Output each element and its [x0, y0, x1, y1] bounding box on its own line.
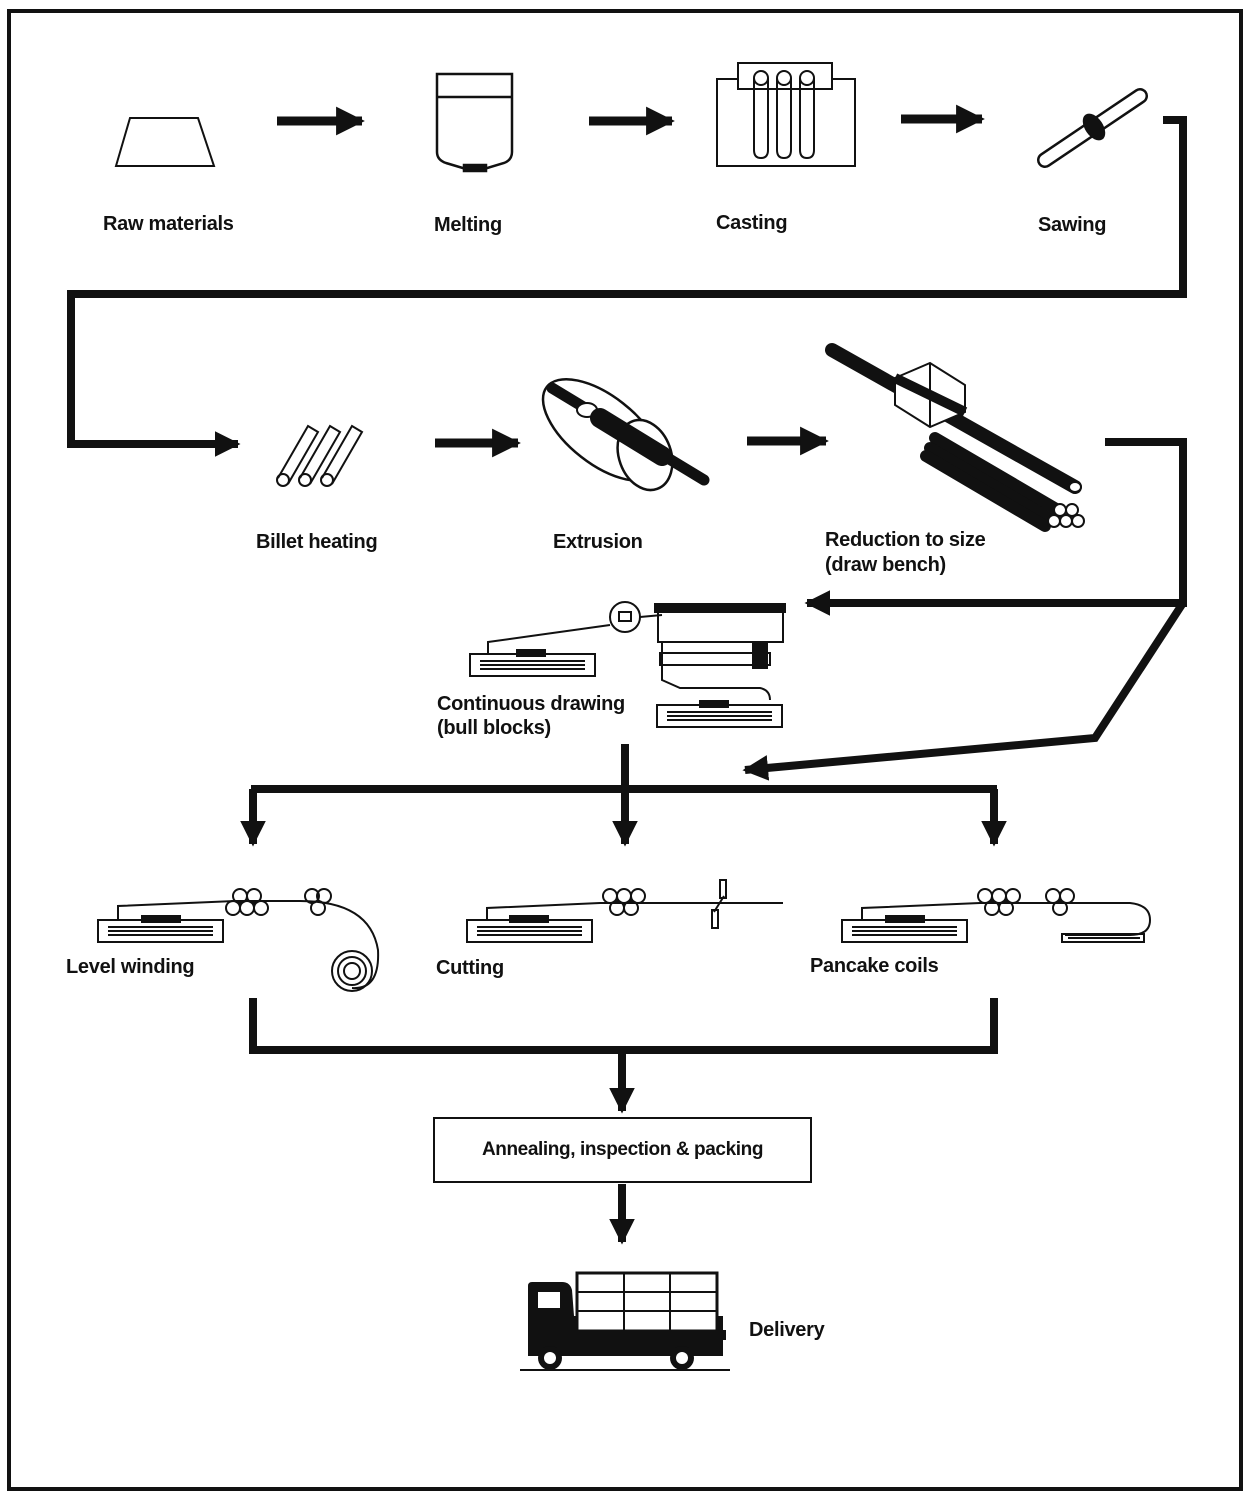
label-annealing: Annealing, inspection & packing [481, 1139, 764, 1160]
connector-row1-row2 [67, 116, 1187, 457]
cutting-icon [466, 879, 783, 943]
label-reduction-line1: Reduction to size [825, 529, 986, 551]
label-raw-materials: Raw materials [103, 213, 234, 235]
truck-icon [520, 1271, 730, 1371]
label-continuous-line2: (bull blocks) [437, 717, 551, 739]
label-extrusion: Extrusion [553, 531, 643, 553]
extrusion-icon [541, 378, 710, 492]
bull-blocks-icon [469, 601, 786, 728]
label-cutting: Cutting [436, 957, 504, 979]
label-reduction-line2: (draw bench) [825, 554, 946, 576]
casting-icon [716, 62, 856, 167]
pancake-coils-icon [841, 888, 1152, 943]
label-continuous-line1: Continuous drawing [437, 693, 625, 715]
raw-materials-icon [114, 117, 216, 167]
label-level-winding: Level winding [66, 956, 195, 978]
melting-icon [435, 72, 514, 173]
annealing-box [433, 1117, 812, 1183]
diagram-border [7, 9, 1243, 1491]
billet-heating-icon [276, 424, 364, 487]
label-melting: Melting [434, 214, 502, 236]
label-pancake-coils: Pancake coils [810, 955, 939, 977]
label-casting: Casting [716, 212, 788, 234]
label-sawing: Sawing [1038, 214, 1107, 236]
label-billet-heating: Billet heating [256, 531, 378, 553]
row2-arrows [435, 426, 829, 458]
sawing-icon [1037, 88, 1148, 168]
level-winding-icon [97, 888, 380, 992]
row1-arrows [277, 104, 985, 136]
connector-reduction-branches [742, 438, 1187, 781]
label-delivery: Delivery [749, 1319, 825, 1341]
branch-bus [240, 744, 1007, 847]
merge-bus [249, 998, 998, 1245]
reduction-to-size-icon [825, 343, 1085, 532]
